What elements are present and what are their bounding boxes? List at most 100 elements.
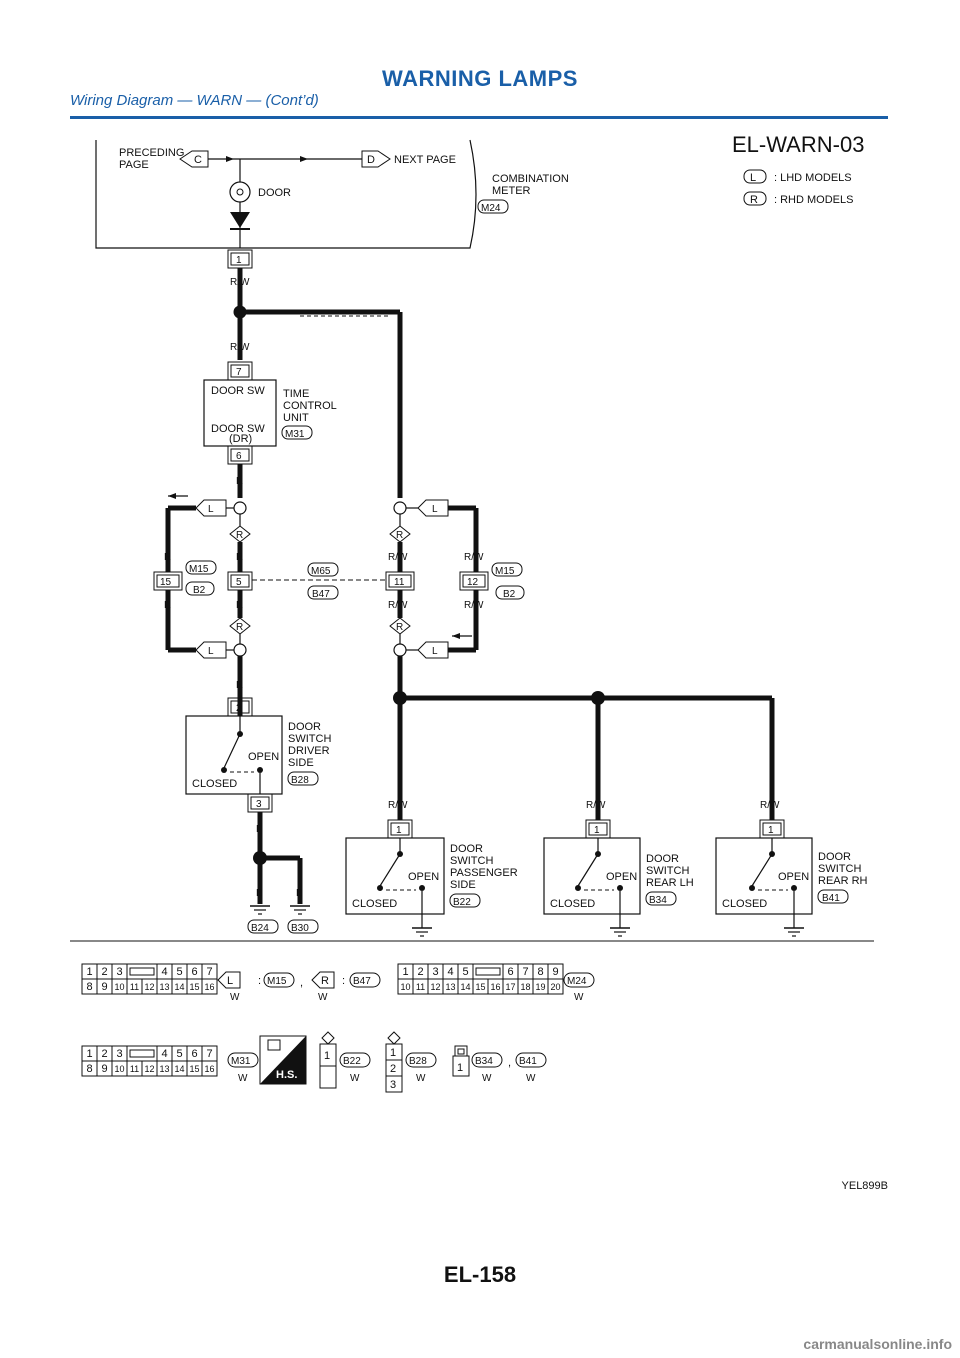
preceding-label-2: PAGE <box>119 159 149 171</box>
connector-b22: 1 <box>319 1031 337 1089</box>
pin-label: 1 <box>86 966 92 978</box>
pin-11: 11 <box>394 577 405 588</box>
driver-pin-2: 2 <box>236 703 242 714</box>
row1-colon-1: : <box>258 975 261 987</box>
jr-b2: B2 <box>503 589 516 600</box>
ground-b24: B24 <box>251 923 269 934</box>
pin-label: 16 <box>204 982 214 992</box>
preceding-label: PRECEDING <box>119 147 184 159</box>
row1-w-2: W <box>318 992 328 1003</box>
connector-b34-b41: 1 <box>452 1045 470 1077</box>
legend-text-rhd: : RHD MODELS <box>774 194 853 206</box>
pin-15: 15 <box>160 577 172 588</box>
b34-pin: 1 <box>457 1062 463 1074</box>
tcu-door-sw-dr: DOOR SW <box>211 423 265 435</box>
pin-label: 2 <box>101 1048 107 1060</box>
pin-label: 7 <box>522 966 528 978</box>
figure-id: YEL899B <box>841 1180 888 1192</box>
jl-l-top: L <box>208 504 214 515</box>
pin-label: 18 <box>520 982 530 992</box>
pin-label: 9 <box>101 981 107 993</box>
pass-wire-rw: R/W <box>388 800 408 811</box>
tcu-pin-6: 6 <box>236 451 242 462</box>
rlh-label-2: SWITCH <box>646 865 689 877</box>
junction-right: L R R/W R/W 11 12 M15 B2 R/W R/W R L <box>385 499 775 820</box>
pin-label: 11 <box>416 982 425 992</box>
pin-label: 2 <box>417 966 423 978</box>
watermark: carmanualsonline.info <box>803 1336 952 1352</box>
rrh-label-3: REAR RH <box>818 875 868 887</box>
pin-label: 8 <box>537 966 543 978</box>
harness-side-icon: H.S. <box>259 1035 307 1085</box>
pin-label: 17 <box>505 982 515 992</box>
row1-w-3: W <box>574 992 584 1003</box>
junction-left: L R R R 15 5 M15 B2 R R R L R <box>153 493 253 716</box>
rlh-connector: B34 <box>649 895 667 906</box>
rrh-wire-rw: R/W <box>760 800 780 811</box>
pass-pin: 1 <box>396 825 402 836</box>
row2-w-5: W <box>526 1073 536 1084</box>
pin-label: 7 <box>206 1048 212 1060</box>
meter-label-1: COMBINATION <box>492 173 569 185</box>
jr-m15: M15 <box>495 566 515 577</box>
diode-icon <box>230 212 250 228</box>
pin-label: 10 <box>114 1064 124 1074</box>
pin-label: 4 <box>447 966 453 978</box>
pin-label: 6 <box>191 966 197 978</box>
hs-label: H.S. <box>276 1069 297 1081</box>
row1-colon-2: : <box>342 975 345 987</box>
jl-r-top: R <box>236 530 243 541</box>
jl-m15: M15 <box>189 564 209 575</box>
driver-open: OPEN <box>248 751 279 763</box>
pin-label: 13 <box>159 982 169 992</box>
pin-label: 1 <box>86 1048 92 1060</box>
jr-r-top: R <box>396 530 403 541</box>
tcu-door-sw: DOOR SW <box>211 385 265 397</box>
pass-closed: CLOSED <box>352 898 397 910</box>
door-switch-rear-rh: R/W 1 OPEN CLOSED DOOR SWITCH REAR RH B4… <box>715 800 868 937</box>
pin-label: 1 <box>402 966 408 978</box>
next-page-label: NEXT PAGE <box>394 154 456 166</box>
rlh-open: OPEN <box>606 871 637 883</box>
legend-badge-r: R <box>750 194 758 206</box>
pin-label: 3 <box>432 966 438 978</box>
page-title: WARNING LAMPS <box>382 66 578 91</box>
jl-wire-r-1: R <box>164 552 171 563</box>
b28-pin-1: 1 <box>390 1047 396 1059</box>
rrh-open: OPEN <box>778 871 809 883</box>
legend-badge-l: L <box>750 172 756 184</box>
wire-label-rw-2: R/W <box>230 342 250 353</box>
pin-label: 6 <box>191 1048 197 1060</box>
rlh-closed: CLOSED <box>550 898 595 910</box>
pin-label: 15 <box>189 982 199 992</box>
pin-label: 14 <box>460 982 470 992</box>
pass-label-2: SWITCH <box>450 855 493 867</box>
pin-label: 9 <box>101 1063 107 1075</box>
row2-m31: M31 <box>231 1056 251 1067</box>
row2-w-1: W <box>238 1073 248 1084</box>
meter-pin: 1 <box>236 255 242 266</box>
pin-label: 9 <box>552 966 558 978</box>
jr-wire-rw-1: R/W <box>388 552 408 563</box>
pin-label: 12 <box>430 982 440 992</box>
connector-b28: 1 2 3 <box>385 1031 403 1093</box>
row1-l: L <box>227 975 233 987</box>
pin-label: 3 <box>116 1048 122 1060</box>
pin-label: 14 <box>174 982 184 992</box>
tcu-pin-7: 7 <box>236 367 242 378</box>
ground-b30: B30 <box>291 923 309 934</box>
driver-label-2: SWITCH <box>288 733 331 745</box>
b28-pin-2: 2 <box>390 1063 396 1075</box>
pin-label: 11 <box>130 1064 139 1074</box>
driver-closed: CLOSED <box>192 778 237 790</box>
rrh-pin: 1 <box>768 825 774 836</box>
row2-w-4: W <box>482 1073 492 1084</box>
wire-label-b-3: B <box>296 888 303 899</box>
pin-label: 3 <box>116 966 122 978</box>
meter-label-2: METER <box>492 185 531 197</box>
pin-label: 8 <box>86 981 92 993</box>
rlh-wire-rw: R/W <box>586 800 606 811</box>
